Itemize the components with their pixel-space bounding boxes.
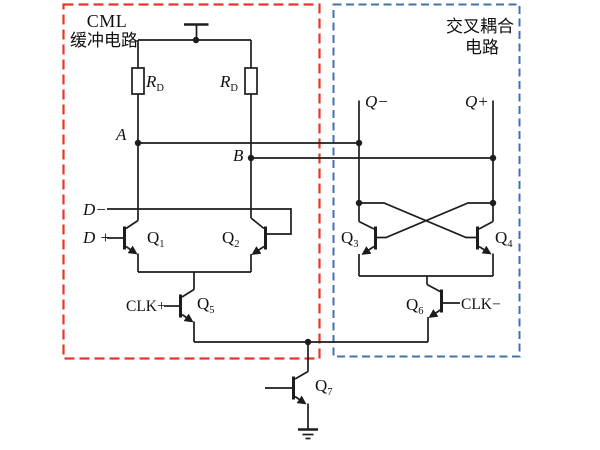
q1-collector-wire (125, 219, 139, 230)
d-minus-label: D− (82, 200, 107, 219)
node-b-label: B (233, 146, 244, 165)
d-minus-wire (107, 208, 292, 235)
junction-dot-node-b (247, 154, 255, 162)
resistor-rd-left (131, 67, 145, 95)
q2-collector-wire (250, 217, 265, 230)
junction-dot-qplus-top (489, 154, 497, 162)
clk-plus-label: CLK+ (126, 298, 166, 315)
junction-dot-node-a (134, 139, 142, 147)
junction-dot-qminus-top (355, 139, 363, 147)
q7-collector-wire (294, 370, 309, 380)
q7-emitter-arrow (294, 395, 307, 405)
q5-label: Q5 (197, 294, 215, 316)
q2-label: Q2 (222, 228, 240, 250)
junction-dot-qminus-cross (355, 199, 363, 207)
junction-dot-tail (304, 338, 312, 346)
q-plus-label: Q+ (465, 92, 489, 111)
resistor-rd-left-label: RD (145, 72, 164, 94)
junction-dot-vcc (192, 36, 200, 44)
q3-label: Q3 (341, 228, 359, 250)
resistor-rd-right (244, 67, 258, 95)
vcc-rail-wire (137, 24, 252, 68)
cml-block-title-line2: 缓冲电路 (70, 31, 138, 50)
cml-block-title-line1: CML (87, 11, 128, 31)
q5-collector-wire (181, 288, 195, 298)
junction-dot-qplus-cross (489, 199, 497, 207)
node-a-label: A (115, 125, 127, 144)
q6-label: Q6 (406, 295, 424, 317)
q1-label: Q1 (147, 228, 165, 250)
cross-coupled-block-outline (332, 3, 521, 358)
q5-emitter-arrow (181, 313, 194, 323)
q6-emitter-arrow (428, 308, 442, 318)
q6-collector-wire (426, 283, 442, 293)
q3-emitter-arrow (361, 245, 375, 255)
ground-icon (298, 428, 318, 440)
q-minus-label: Q− (365, 92, 389, 111)
q2-emitter-arrow (251, 245, 265, 255)
clk-minus-label: CLK− (461, 296, 501, 313)
q4-label: Q4 (495, 228, 513, 250)
q4-collector-wire (478, 220, 494, 230)
q3-q4-tail-wire (359, 275, 493, 285)
cross-couple-right-to-q3-wire (376, 202, 493, 239)
q4-emitter-arrow (478, 245, 492, 255)
cross-coupled-title-line1: 交叉耦合 (446, 17, 514, 36)
q7-label: Q7 (315, 376, 333, 398)
q3-collector-wire (358, 220, 375, 230)
d-plus-label: D + (82, 228, 111, 247)
q1-q2-tail-wire (138, 271, 251, 290)
q1-emitter-arrow (125, 245, 138, 255)
cross-coupled-title-line2: 电路 (465, 38, 499, 57)
cml-buffer-block-outline (62, 3, 321, 360)
resistor-rd-right-label: RD (219, 72, 238, 94)
